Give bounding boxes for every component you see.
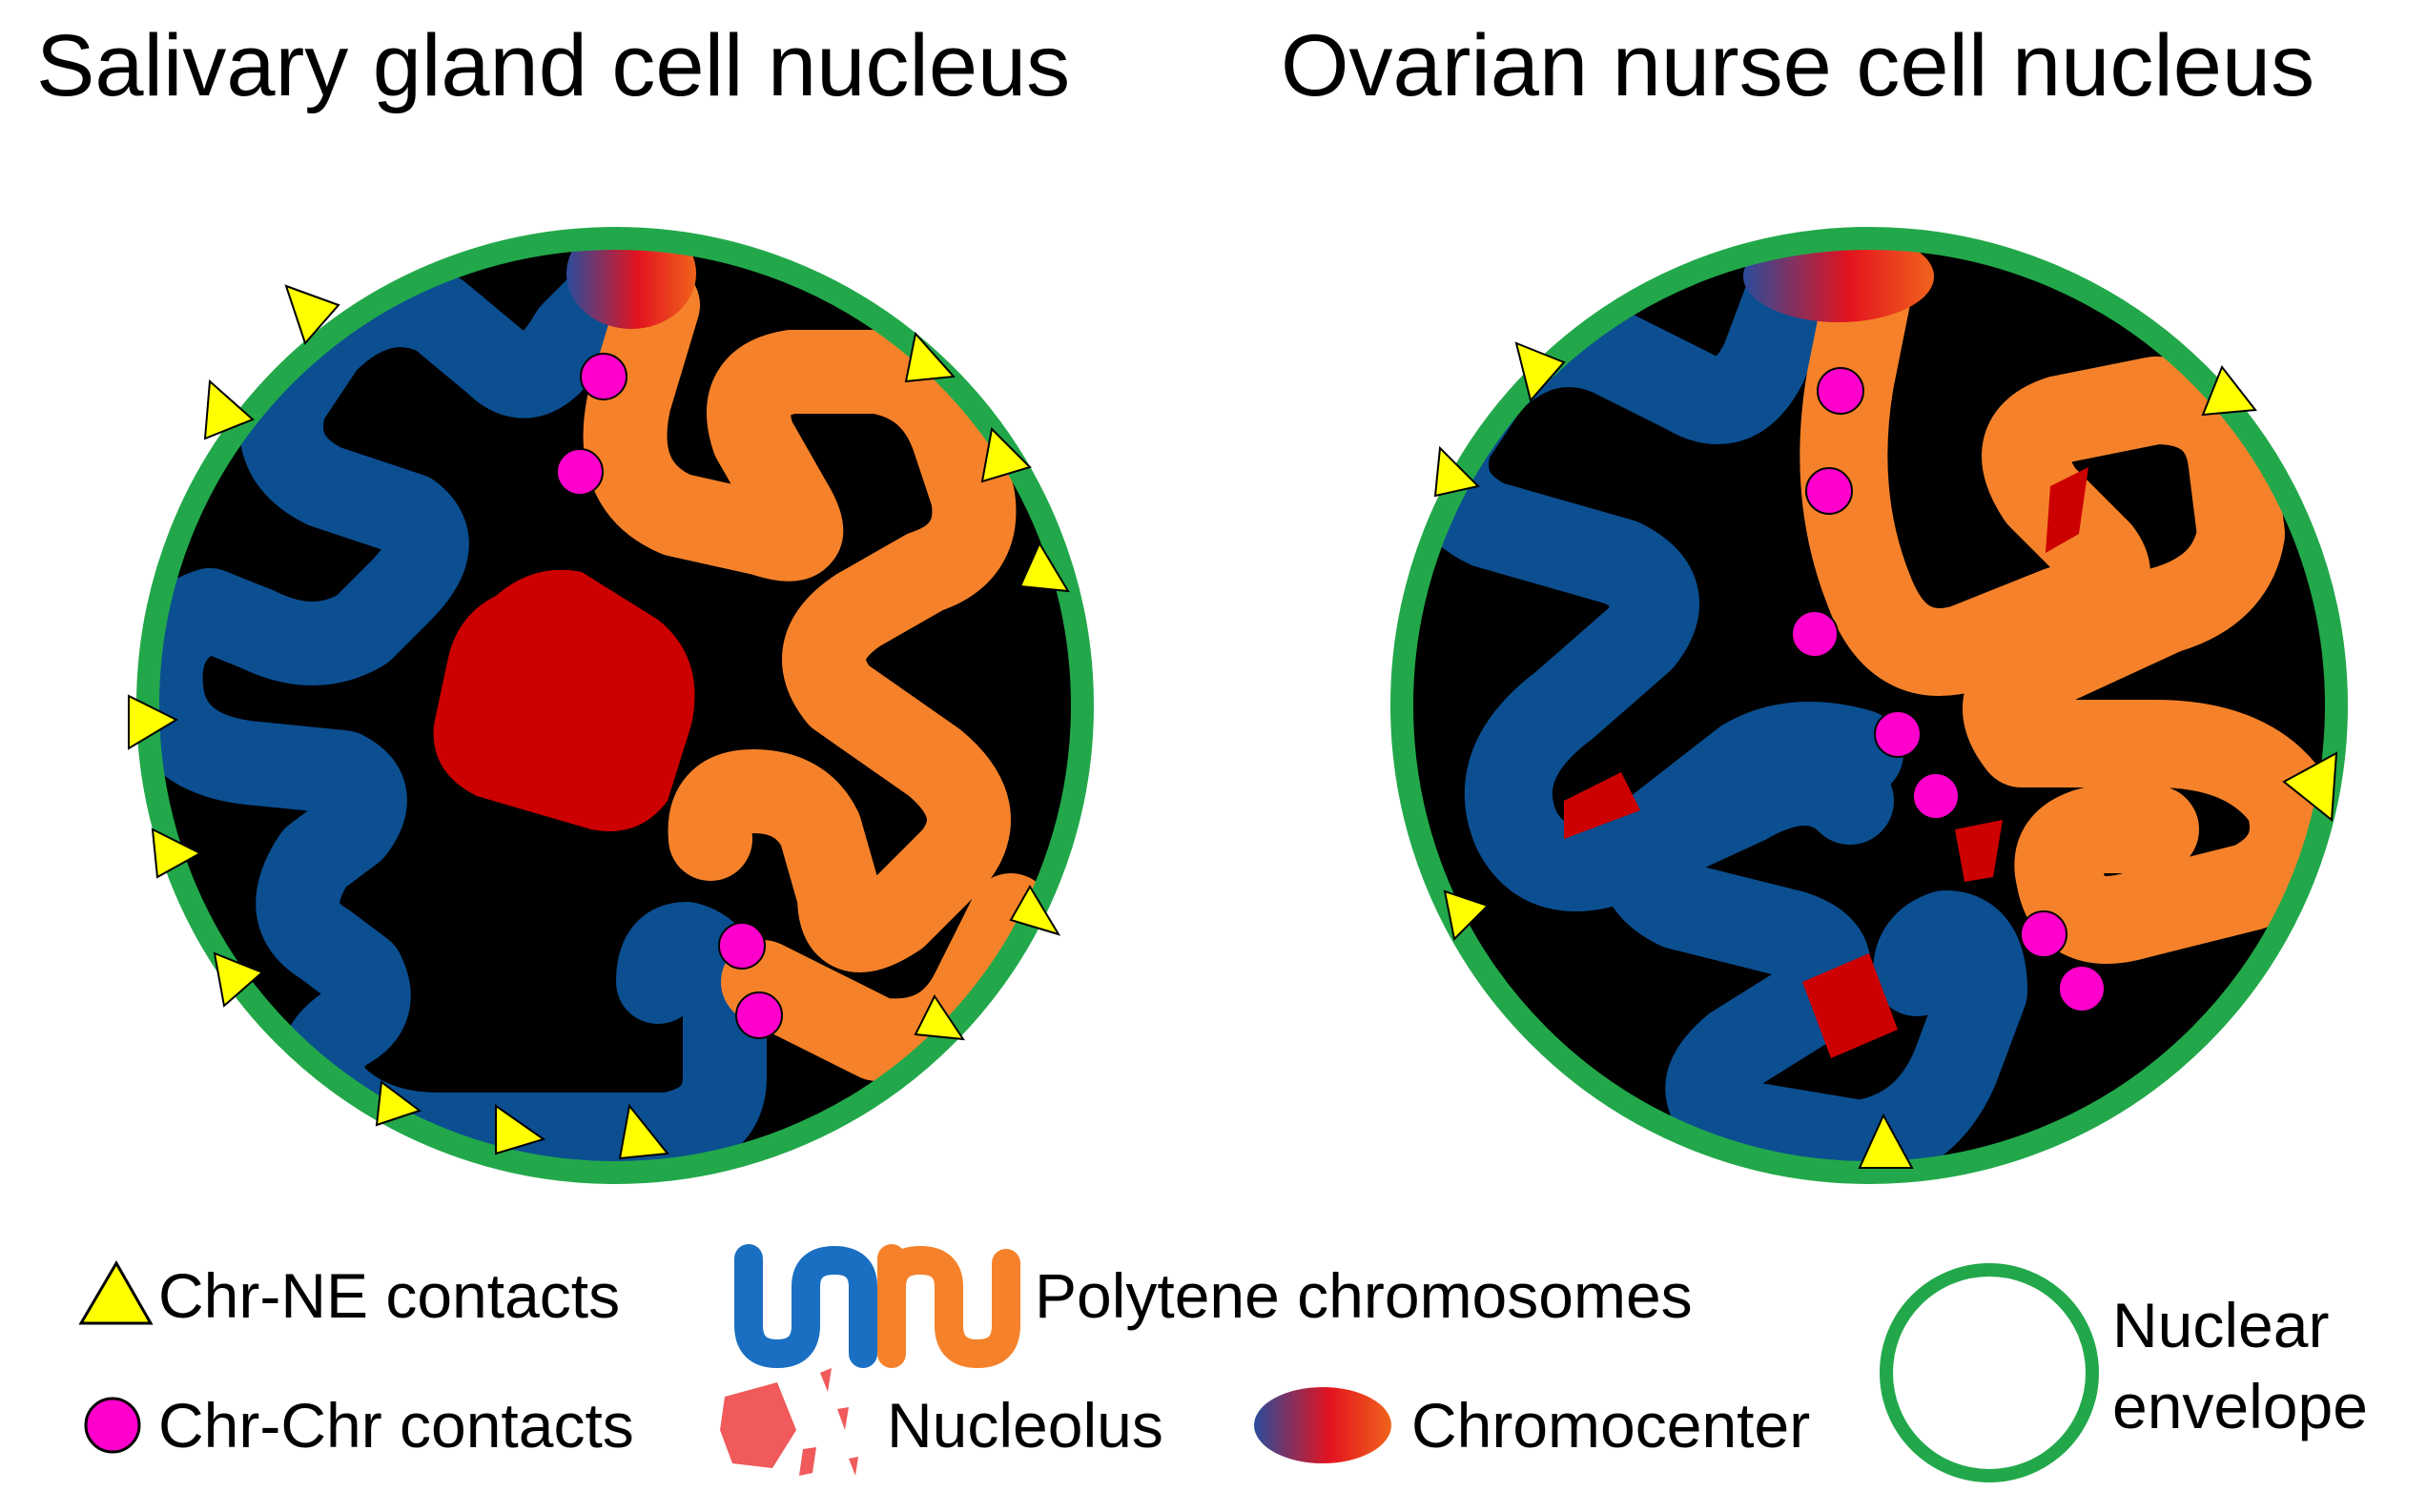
- chr-chr-dot: [1874, 710, 1922, 758]
- chr-chr-dot: [1791, 610, 1839, 658]
- legend: Chr-NE contacts Chr-Chr contacts Polyten…: [78, 1244, 2368, 1482]
- chr-ne-triangle: [1514, 341, 1566, 403]
- chr-chr-dot: [718, 922, 766, 970]
- chr-ne-triangle: [1858, 1113, 1914, 1169]
- legend-dot-icon: [84, 1397, 141, 1454]
- chr-ne-triangle: [128, 694, 179, 750]
- chr-ne-triangle: [213, 951, 264, 1008]
- nurse-cell-nucleus: [1390, 227, 2348, 1184]
- chromosome-blue-right-lower: [1600, 702, 2027, 1173]
- chr-chr-dot: [735, 991, 783, 1039]
- chr-ne-triangle: [495, 1104, 546, 1155]
- chr-chr-dot: [1817, 367, 1864, 415]
- legend-envelope-line2: envelope: [2112, 1371, 2368, 1441]
- legend-chr-ne: Chr-NE contacts: [158, 1260, 620, 1331]
- legend-chr-chr: Chr-Chr contacts: [158, 1390, 634, 1461]
- chr-ne-triangle: [1018, 541, 1070, 593]
- chr-ne-triangle: [1433, 445, 1480, 498]
- legend-chromosome-icon: [734, 1244, 1020, 1368]
- chr-chr-dot: [2020, 910, 2067, 958]
- chr-ne-triangle: [980, 426, 1032, 483]
- chromosome-orange-left: [583, 263, 1017, 972]
- title-salivary: Salivary gland cell nucleus: [36, 17, 1070, 114]
- chr-ne-triangle: [904, 331, 956, 383]
- nucleolus-fragment: [2046, 467, 2088, 553]
- chr-ne-triangle: [1009, 885, 1061, 936]
- chromosome-blue-left: [148, 263, 767, 1173]
- legend-chromocenter: Chromocenter: [1411, 1390, 1810, 1461]
- chr-chr-dot: [1912, 772, 1960, 820]
- chr-ne-triangle: [618, 1103, 669, 1160]
- chr-chr-dot: [556, 448, 604, 496]
- salivary-nucleus: [128, 227, 1094, 1184]
- nuclear-envelope-right: [1390, 227, 2348, 1184]
- nucleolus-fragment: [1955, 820, 2003, 882]
- chr-ne-triangle: [203, 378, 255, 440]
- legend-envelope-icon: [1880, 1263, 2099, 1482]
- chr-ne-triangle: [2282, 751, 2338, 822]
- legend-nucleolus-icon: [720, 1368, 858, 1476]
- nucleolus-fragment: [1564, 772, 1640, 839]
- legend-envelope-line1: Nuclear: [2112, 1290, 2329, 1360]
- legend-chromocenter-icon: [1254, 1387, 1391, 1463]
- nucleolus-fragment: [1802, 953, 1898, 1058]
- chr-chr-dot: [580, 353, 627, 400]
- title-ovarian: Ovarian nurse cell nucleus: [1281, 17, 2314, 114]
- chr-chr-dot: [2058, 965, 2106, 1012]
- chr-ne-triangle: [284, 284, 340, 345]
- chr-ne-triangle: [151, 828, 203, 879]
- nucleolus-left: [433, 569, 695, 831]
- chromosome-orange-right: [1800, 242, 2336, 964]
- chr-ne-triangle: [914, 994, 966, 1041]
- legend-nucleolus: Nucleolus: [887, 1390, 1163, 1461]
- chr-ne-triangle: [2201, 365, 2257, 417]
- chr-ne-triangle: [1443, 889, 1490, 942]
- chr-chr-dot: [1805, 467, 1853, 515]
- legend-polytene: Polytene chromosomes: [1035, 1260, 1693, 1331]
- legend-triangle-icon: [78, 1260, 154, 1325]
- chr-ne-triangle: [375, 1080, 422, 1127]
